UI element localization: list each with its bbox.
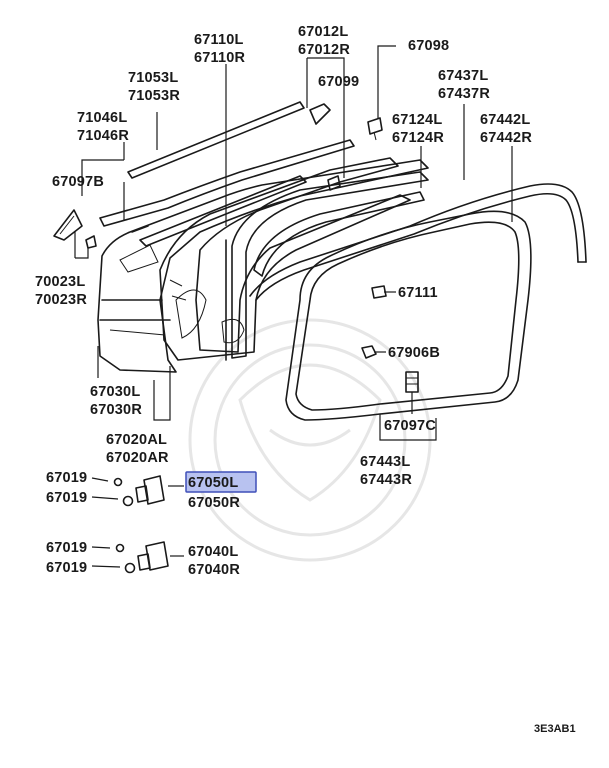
label-67099: 67099 — [318, 74, 359, 90]
highlight-67050l — [185, 471, 257, 493]
label-70023l: 70023L — [35, 274, 85, 290]
label-67030l: 67030L — [90, 384, 140, 400]
leader-lines — [74, 45, 513, 568]
label-71046r: 71046R — [77, 128, 129, 144]
door-inner-frame — [159, 157, 411, 361]
label-67111: 67111 — [398, 285, 438, 301]
upper-hinge-assembly — [113, 475, 165, 507]
label-67097b: 67097B — [52, 174, 104, 190]
label-70023r: 70023R — [35, 292, 87, 308]
label-67019-lower-1: 67019 — [46, 540, 87, 556]
door-shell-outer-panel — [97, 159, 429, 373]
label-67012r: 67012R — [298, 42, 350, 58]
part-labels: 67110L 67110R 67012L 67012R 67098 71053L… — [35, 24, 576, 735]
label-67040r: 67040R — [188, 562, 240, 578]
window-run-channel — [225, 171, 429, 361]
label-67019-upper-1: 67019 — [46, 470, 87, 486]
label-67443r: 67443R — [360, 472, 412, 488]
label-67098: 67098 — [408, 38, 449, 54]
door-belt-moldings — [99, 101, 355, 247]
clips-and-small-parts — [53, 103, 419, 393]
label-71053l: 71053L — [128, 70, 178, 86]
label-67040l: 67040L — [188, 544, 238, 560]
label-71046l: 71046L — [77, 110, 127, 126]
label-67019-upper-2: 67019 — [46, 490, 87, 506]
label-67030r: 67030R — [90, 402, 142, 418]
label-67124l: 67124L — [392, 112, 442, 128]
diagram-code: 3E3AB1 — [534, 723, 576, 735]
label-67906b: 67906B — [388, 345, 440, 361]
door-opening-weatherstrip — [285, 210, 532, 421]
label-67437l: 67437L — [438, 68, 488, 84]
label-67020al: 67020AL — [106, 432, 167, 448]
label-67442r: 67442R — [480, 130, 532, 146]
label-67050l: 67050L — [188, 475, 238, 491]
label-67050r: 67050R — [188, 495, 240, 511]
label-67443l: 67443L — [360, 454, 410, 470]
label-67437r: 67437R — [438, 86, 490, 102]
label-67019-lower-2: 67019 — [46, 560, 87, 576]
weatherstrip-67124 — [253, 191, 425, 277]
label-67020ar: 67020AR — [106, 450, 169, 466]
lower-hinge-assembly — [115, 541, 169, 574]
label-67012l: 67012L — [298, 24, 348, 40]
label-67442l: 67442L — [480, 112, 530, 128]
label-67097c: 67097C — [384, 418, 436, 434]
label-71053r: 71053R — [128, 88, 180, 104]
label-67124r: 67124R — [392, 130, 444, 146]
label-67110r: 67110R — [194, 50, 246, 66]
label-67110l: 67110L — [194, 32, 244, 48]
roof-side-weatherstrip — [249, 183, 587, 301]
